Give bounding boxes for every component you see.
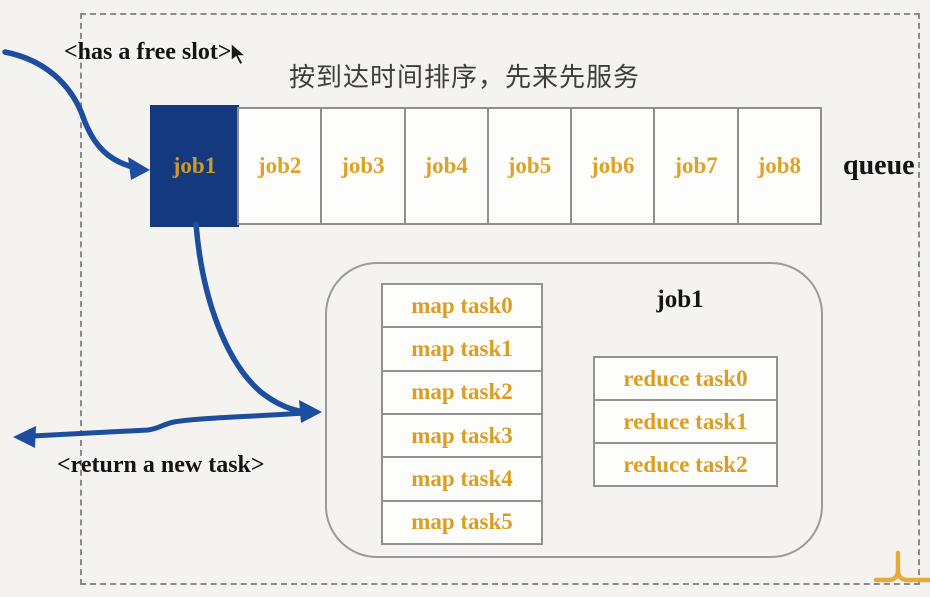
map-task-item: map task0 [381, 283, 543, 329]
queue-cell-job7: job7 [653, 107, 739, 225]
queue-cell-job3: job3 [320, 107, 406, 225]
reduce-task-item: reduce task0 [593, 356, 778, 401]
queue-cell-job6: job6 [570, 107, 656, 225]
job1-detail-title: job1 [656, 286, 704, 313]
has-free-slot-label: <has a free slot> [64, 39, 232, 65]
queue-cell-job4: job4 [403, 107, 489, 225]
return-new-task-label: <return a new task> [57, 452, 265, 478]
dashed-boundary-frame [80, 13, 920, 585]
reduce-task-item: reduce task1 [593, 399, 778, 444]
map-task-item: map task3 [381, 412, 543, 459]
reduce-task-list: reduce task0 reduce task1 reduce task2 [593, 356, 778, 487]
queue-cell-job2: job2 [237, 107, 323, 225]
map-task-item: map task1 [381, 326, 543, 372]
map-task-item: map task5 [381, 499, 543, 545]
queue-cell-job8: job8 [736, 107, 822, 225]
map-task-list: map task0 map task1 map task2 map task3 … [381, 283, 543, 545]
queue-label: queue [843, 150, 915, 181]
reduce-task-item: reduce task2 [593, 442, 778, 487]
job-queue: job1 job2 job3 job4 job5 job6 job7 job8 [150, 105, 822, 227]
queue-cell-job5: job5 [486, 107, 573, 225]
fifo-caption: 按到达时间排序，先来先服务 [289, 62, 641, 92]
map-task-item: map task2 [381, 369, 543, 415]
queue-cell-job1: job1 [150, 105, 239, 227]
map-task-item: map task4 [381, 456, 543, 502]
